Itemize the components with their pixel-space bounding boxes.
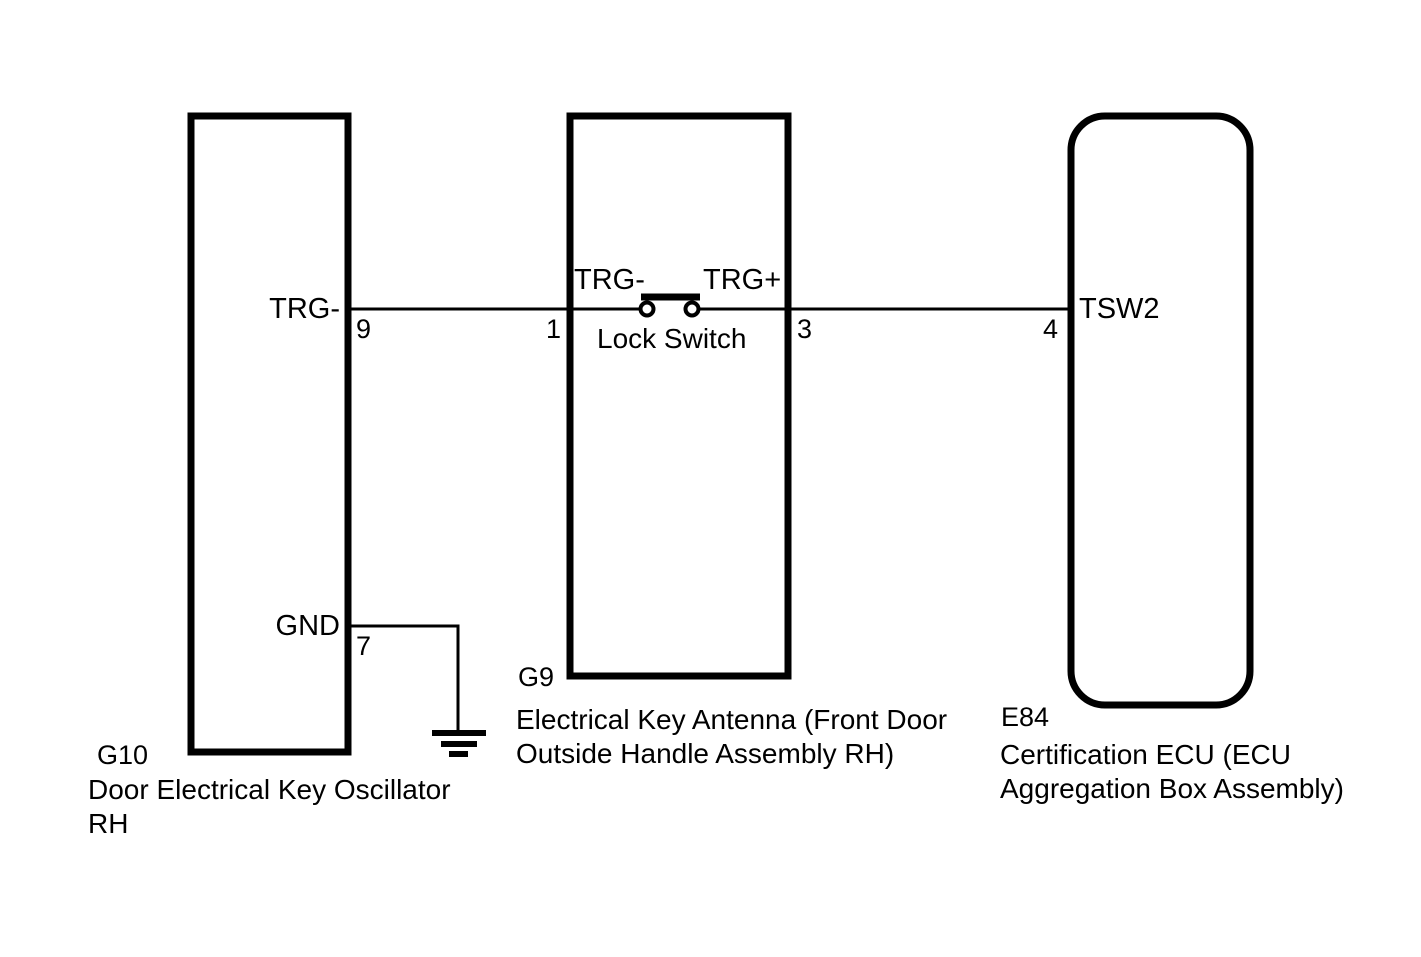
ecu-terminal-tsw2-label: TSW2 <box>1079 293 1160 325</box>
antenna-pin-3-label: 3 <box>797 314 813 344</box>
ecu-pin-4-label: 4 <box>1043 314 1059 344</box>
antenna-pin-1-label: 1 <box>546 314 562 344</box>
lock-switch-terminal-trg-plus-label: TRG+ <box>703 264 782 296</box>
antenna-description-line-1: Electrical Key Antenna (Front Door <box>516 704 948 735</box>
oscillator-description-line-1: Door Electrical Key Oscillator <box>88 774 451 805</box>
lock-switch-right-terminal-icon <box>683 300 701 318</box>
lock-switch-left-terminal-icon <box>638 300 656 318</box>
oscillator-pin-7-label: 7 <box>356 631 372 661</box>
oscillator-terminal-gnd-label: GND <box>275 610 340 642</box>
oscillator-pin-9-label: 9 <box>356 314 372 344</box>
lock-switch-name-label: Lock Switch <box>597 323 747 354</box>
antenna-component-box <box>566 112 792 680</box>
oscillator-component-box <box>187 112 352 756</box>
ecu-connector-id: E84 <box>1001 702 1050 732</box>
wire-gnd-to-ground <box>348 624 460 733</box>
ecu-description-line-1: Certification ECU (ECU <box>1000 739 1291 770</box>
oscillator-description-line-2: RH <box>88 808 129 839</box>
ecu-component-box <box>1067 112 1254 709</box>
ecu-description-line-2: Aggregation Box Assembly) <box>1000 773 1344 804</box>
oscillator-terminal-trg-minus-label: TRG- <box>269 293 340 325</box>
lock-switch-terminal-trg-minus-label: TRG- <box>574 264 645 296</box>
oscillator-connector-id: G10 <box>97 740 149 770</box>
antenna-description-line-2: Outside Handle Assembly RH) <box>516 738 895 769</box>
antenna-connector-id: G9 <box>518 662 555 692</box>
